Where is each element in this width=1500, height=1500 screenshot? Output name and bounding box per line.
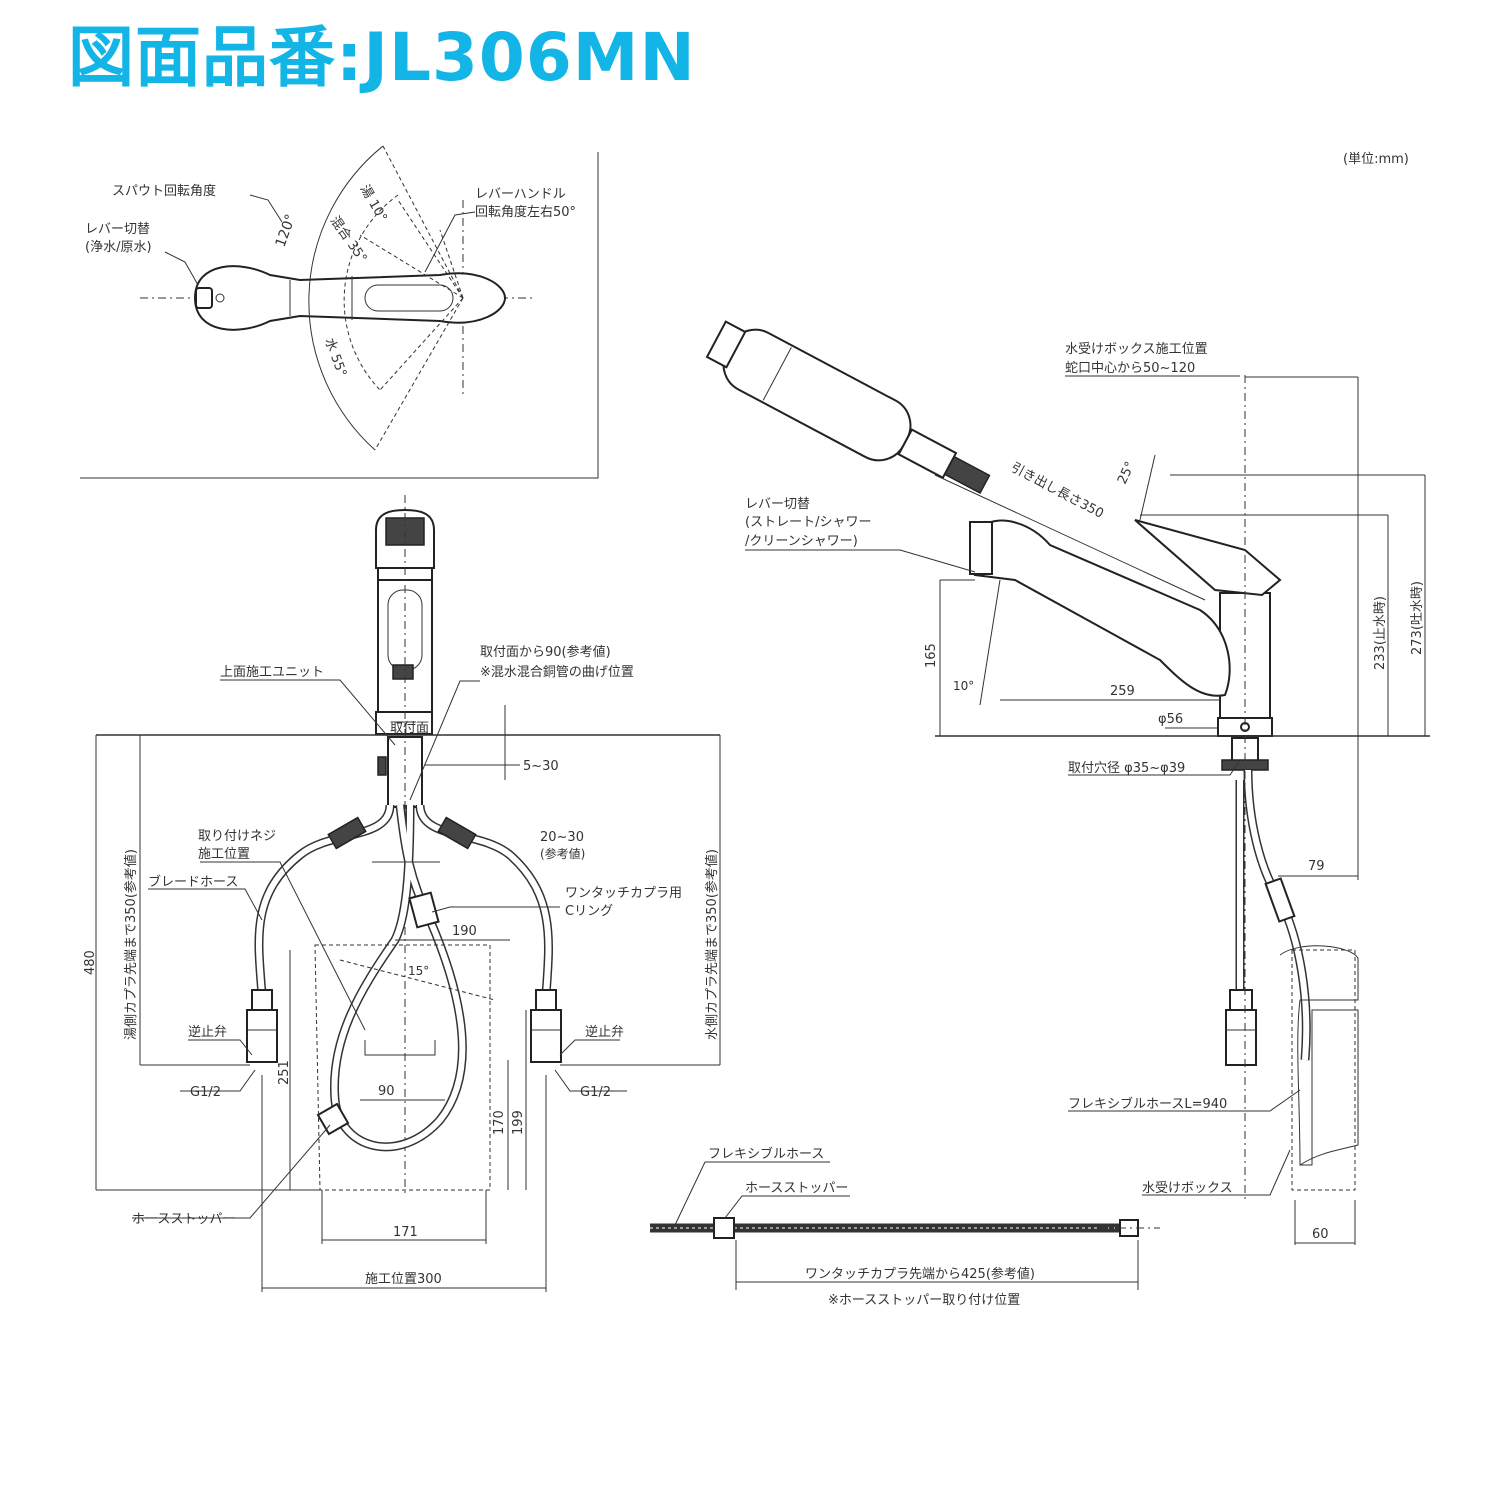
drawing-title: 図面品番:JL306MN [68, 19, 696, 96]
hose-stopper-label: ホースストッパー [745, 1181, 848, 1196]
dim-233: 233(止水時) [1373, 596, 1388, 670]
hose-stopper-straight [713, 1217, 735, 1239]
top-view: スパウト回転角度 120° レバー切替 (浄水/原水) レバーハンドル 回転角度… [80, 145, 599, 479]
dim-60: 60 [1312, 1227, 1329, 1242]
angle-mix: 混合 35° [327, 214, 370, 266]
hose-stopper-front [316, 1102, 350, 1136]
side-water-box-body [1279, 945, 1359, 1166]
water-box-position-label-1: 水受けボックス施工位置 [1065, 342, 1208, 357]
check-valve-right-label: 逆止弁 [585, 1024, 624, 1040]
unit-note: (単位:mm) [1343, 152, 1409, 167]
angle-cold: 水 55° [321, 336, 349, 379]
spout-angle-label: スパウト回転角度 [112, 183, 216, 199]
side-water-box-label: 水受けボックス [1142, 1181, 1233, 1196]
dim-171: 171 [393, 1225, 418, 1240]
front-view: 取付面 [83, 495, 721, 1292]
spout-rotation-arc [308, 145, 384, 451]
dim-190: 190 [452, 924, 477, 939]
dim-165: 165 [924, 643, 939, 668]
check-valve-right [530, 989, 562, 1063]
side-lever-handle [1134, 519, 1282, 597]
front-coupler [408, 891, 440, 929]
hose-view: フレキシブルホース ホースストッパー ワンタッチカプラ先端から425(参考値) … [650, 1146, 1160, 1308]
spout-angle-value: 120° [273, 212, 300, 249]
coupler-label-1: ワンタッチカプラ用 [565, 886, 682, 901]
angle-hot: 湯 10° [357, 183, 390, 225]
dim-phi56: φ56 [1158, 712, 1183, 727]
mount-surface-label: 取付面 [390, 721, 429, 736]
side-view: 引き出し長さ350 [705, 320, 1430, 1245]
angle-15: 15° [408, 964, 429, 978]
braid-hose-right [415, 804, 553, 996]
top-view-lever-switch [195, 287, 213, 309]
coupler-distance-label: ワンタッチカプラ先端から425(参考値) [805, 1266, 1035, 1282]
lever-handle-label-2: 回転角度左右50° [475, 204, 576, 220]
bend-label-2: ※混水混合銅管の曲げ位置 [480, 665, 634, 680]
water-box-outline-front [314, 944, 491, 1191]
hose-stopper-front-label: ホースストッパー [132, 1212, 235, 1227]
lever-rotation-arc [343, 194, 399, 391]
top-unit-label: 上面施工ユニット [220, 665, 324, 680]
top-view-frame [80, 152, 599, 479]
hot-side-label: 湯側カプラ先端まで350(参考値) [123, 849, 139, 1040]
side-flex-hose-label: フレキシブルホースL=940 [1068, 1096, 1227, 1112]
dim-79: 79 [1308, 859, 1325, 874]
lever-handle-label-1: レバーハンドル [475, 187, 566, 202]
top-view-faucet-outline [193, 265, 507, 331]
check-valve-left [246, 989, 278, 1063]
side-spout-tip [969, 521, 993, 575]
flex-hose-loop [329, 804, 467, 1152]
lever-switch-label-1: レバー切替 [85, 222, 150, 237]
side-lever-switch-label-2: (ストレート/シャワー [745, 515, 871, 530]
range-5-30: 5~30 [523, 759, 559, 774]
dim-251: 251 [277, 1060, 292, 1085]
dim-480: 480 [83, 950, 98, 975]
side-water-box [1291, 949, 1356, 1191]
pull-out-label: 引き出し長さ350 [1008, 460, 1106, 522]
hose-flex-label: フレキシブルホース [708, 1146, 824, 1162]
side-check-valve [1225, 1009, 1257, 1066]
bend-label-1: 取付面から90(参考値) [480, 644, 611, 660]
dim-90: 90 [378, 1084, 395, 1099]
ref-value-label: (参考値) [540, 846, 585, 861]
cold-side-label: 水側カプラ先端まで350(参考値) [704, 849, 720, 1040]
angle-25: 25° [1115, 459, 1138, 486]
screw-label-2: 施工位置 [198, 847, 250, 862]
check-valve-left-label: 逆止弁 [188, 1024, 227, 1040]
install-position-300: 施工位置300 [365, 1272, 442, 1287]
g12-left-label: G1/2 [190, 1085, 221, 1100]
braid-hose-left [254, 804, 395, 996]
side-lever-switch-label-1: レバー切替 [745, 497, 810, 512]
braid-hose-label: ブレードホース [148, 874, 238, 890]
dim-273: 273(吐水時) [1410, 581, 1425, 655]
pull-out-dim-line [934, 474, 1206, 601]
angle-10: 10° [953, 679, 974, 693]
mount-hole-label: 取付穴径 φ35~φ39 [1068, 761, 1185, 776]
dim-199: 199 [511, 1110, 526, 1135]
side-spout [973, 519, 1231, 697]
g12-right-label: G1/2 [580, 1085, 611, 1100]
lever-switch-label-2: (浄水/原水) [85, 240, 152, 255]
dim-170: 170 [492, 1110, 507, 1135]
water-box-position-label-2: 蛇口中心から50~120 [1065, 361, 1195, 376]
pulled-out-head [705, 320, 991, 495]
screw-label-1: 取り付けネジ [198, 829, 276, 844]
stopper-position-label: ※ホースストッパー取り付け位置 [828, 1293, 1020, 1308]
range-20-30: 20~30 [540, 830, 584, 845]
dim-259: 259 [1110, 684, 1135, 699]
side-lever-switch-label-3: /クリーンシャワー) [745, 534, 858, 549]
coupler-label-2: Cリング [565, 904, 613, 919]
